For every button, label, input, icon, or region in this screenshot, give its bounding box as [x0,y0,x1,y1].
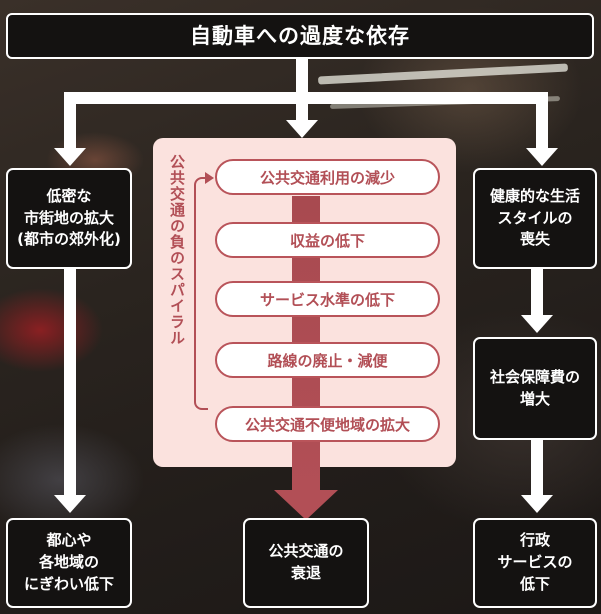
arrow-down-icon [54,148,86,166]
admin-service-box: 行政 サービスの 低下 [473,518,597,608]
arrow-down-icon [521,315,553,333]
connector [531,440,543,497]
arrow-down-icon [521,495,553,513]
connector [531,269,543,317]
spiral-step: 路線の廃止・減便 [215,342,440,378]
arrow-down-icon [54,495,86,513]
connector [536,92,548,150]
arrow-down-icon [274,490,338,520]
spiral-step: 公共交通利用の減少 [215,159,440,195]
arrow-right-icon [205,172,214,184]
social-security-box: 社会保障費の 増大 [473,337,597,440]
connector [296,59,308,93]
transit-decline-box: 公共交通の 衰退 [243,518,369,608]
spiral-step: 公共交通不便地域の拡大 [215,406,440,442]
road-marking [317,63,569,85]
connector [296,92,308,122]
arrow-down-icon [526,148,558,166]
spiral-label: 公共交通の負のスパイラル [168,154,186,346]
sprawl-box: 低密な 市街地の拡大 (都市の郊外化) [6,168,132,269]
spiral-bracket [194,177,208,410]
connector [64,269,76,497]
spiral-step: サービス水準の低下 [215,281,440,317]
health-loss-box: 健康的な生活 スタイルの 喪失 [473,168,597,269]
title-box: 自動車への過度な依存 [6,13,594,59]
downtown-decline-box: 都心や 各地域の にぎわい低下 [6,518,132,608]
connector [64,92,76,150]
arrow-down-icon [286,120,318,138]
spiral-step: 収益の低下 [215,222,440,258]
